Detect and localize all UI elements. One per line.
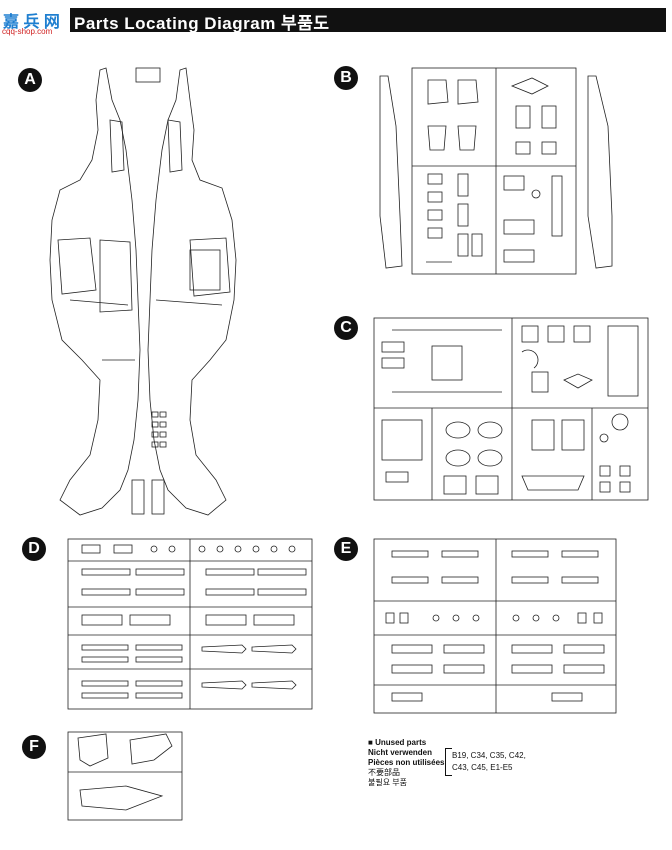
unused-title: ■ Unused parts: [368, 738, 427, 747]
unused-parts-note: ■ Unused parts Nicht verwenden Pièces no…: [368, 738, 444, 788]
logo-text: 嘉 兵 网: [3, 14, 60, 31]
page-title: Parts Locating Diagram 부품도: [74, 14, 330, 33]
watermark-logo: 嘉 兵 网 cqq-shop.com: [0, 4, 70, 36]
unused-jp: 不要部品: [368, 768, 400, 777]
section-badge-a: A: [18, 68, 42, 92]
sprue-d-diagram: [66, 537, 314, 711]
sprue-a-diagram: [40, 60, 330, 530]
unused-parts-list: B19, C34, C35, C42, C43, C45, E1-E5: [452, 750, 526, 774]
unused-parts-line1: B19, C34, C35, C42,: [452, 751, 526, 760]
sprue-e-diagram: [372, 537, 618, 715]
section-badge-b: B: [334, 66, 358, 90]
page-header: Parts Locating Diagram 부품도 嘉 兵 网 cqq-sho…: [0, 0, 672, 36]
unused-parts-line2: C43, C45, E1-E5: [452, 763, 513, 772]
unused-fr: Pièces non utilisées: [368, 758, 445, 767]
unused-de: Nicht verwenden: [368, 748, 433, 757]
logo-url: cqq-shop.com: [2, 27, 53, 36]
section-badge-c: C: [334, 316, 358, 340]
sprue-c-diagram: [372, 316, 650, 502]
section-badge-e: E: [334, 537, 358, 561]
unused-brace: [445, 748, 452, 776]
sprue-b-diagram: [372, 66, 620, 278]
part-a-top: [135, 67, 161, 83]
header-bar: [34, 8, 666, 32]
sprue-f-diagram: [66, 730, 184, 822]
section-badge-d: D: [22, 537, 46, 561]
unused-kr: 불필요 부품: [368, 778, 408, 787]
section-badge-f: F: [22, 735, 46, 759]
